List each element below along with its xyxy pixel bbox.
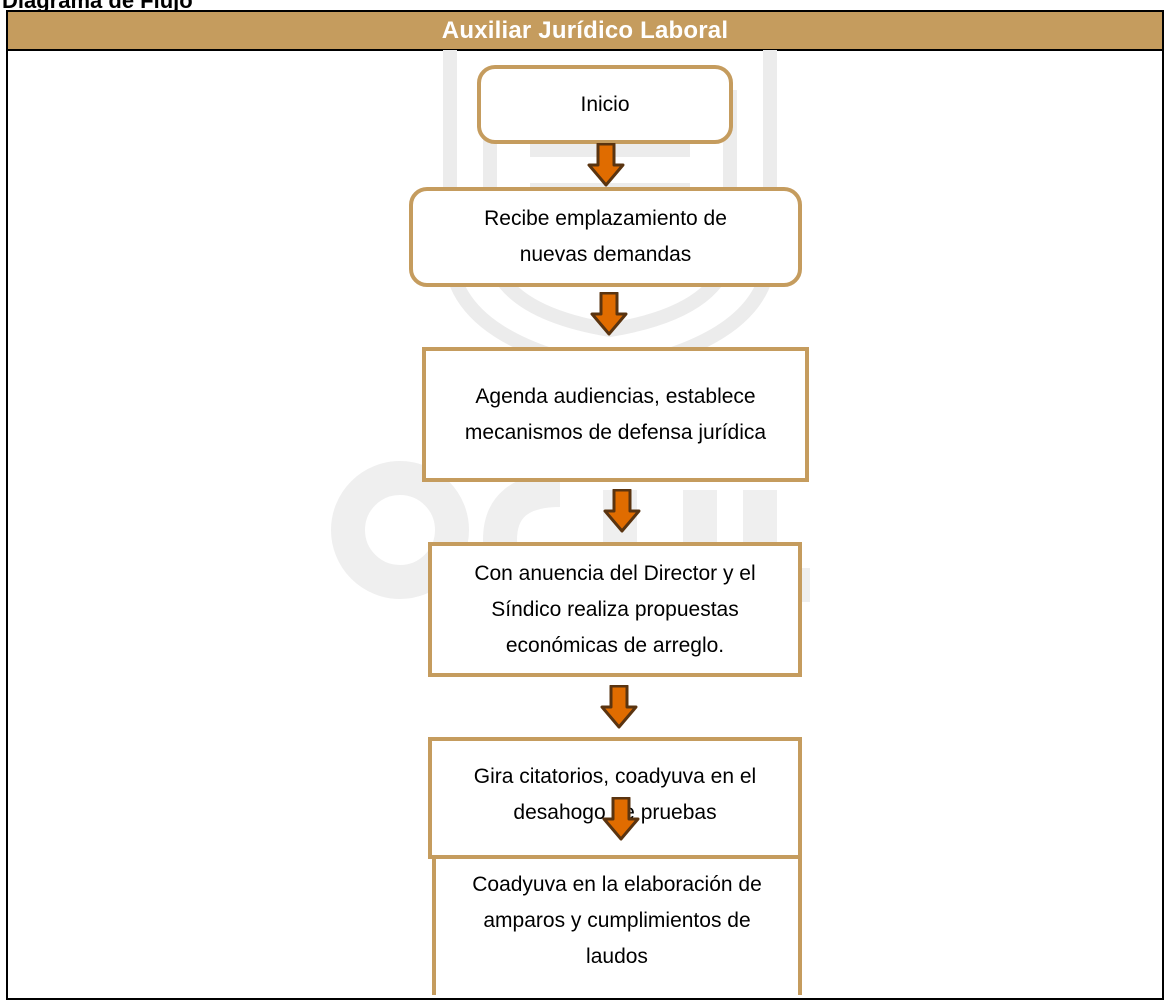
- flow-node-label: Coadyuva en la elaboración de amparos y …: [472, 873, 762, 968]
- flow-arrow-4: [600, 685, 638, 729]
- section-title: Diagrama de Flujo: [2, 0, 193, 13]
- flow-node-recibe-emplazamiento: Recibe emplazamiento de nuevas demandas: [409, 187, 802, 287]
- flow-arrow-3: [603, 489, 641, 533]
- flow-node-amparos-laudos: Coadyuva en la elaboración de amparos y …: [432, 855, 802, 995]
- flow-arrow-5: [602, 797, 640, 841]
- flow-node-label: Agenda audiencias, establece mecanismos …: [464, 384, 767, 444]
- flow-arrow-2: [590, 292, 628, 336]
- flow-node-propuestas-economicas: Con anuencia del Director y el Síndico r…: [428, 542, 802, 677]
- diagram-title: Auxiliar Jurídico Laboral: [441, 16, 729, 44]
- flow-node-label: Gira citatorios, coadyuva en el desahogo…: [473, 765, 757, 824]
- header-bar: Auxiliar Jurídico Laboral: [8, 12, 1162, 51]
- flow-node-label: Con anuencia del Director y el Síndico r…: [474, 561, 756, 657]
- flow-node-label: Recibe emplazamiento de nuevas demandas: [484, 207, 727, 266]
- flow-node-label: Inicio: [580, 92, 630, 116]
- flow-arrow-1: [587, 143, 625, 187]
- flow-node-inicio: Inicio: [477, 65, 733, 144]
- flow-node-agenda-audiencias: Agenda audiencias, establece mecanismos …: [422, 347, 809, 482]
